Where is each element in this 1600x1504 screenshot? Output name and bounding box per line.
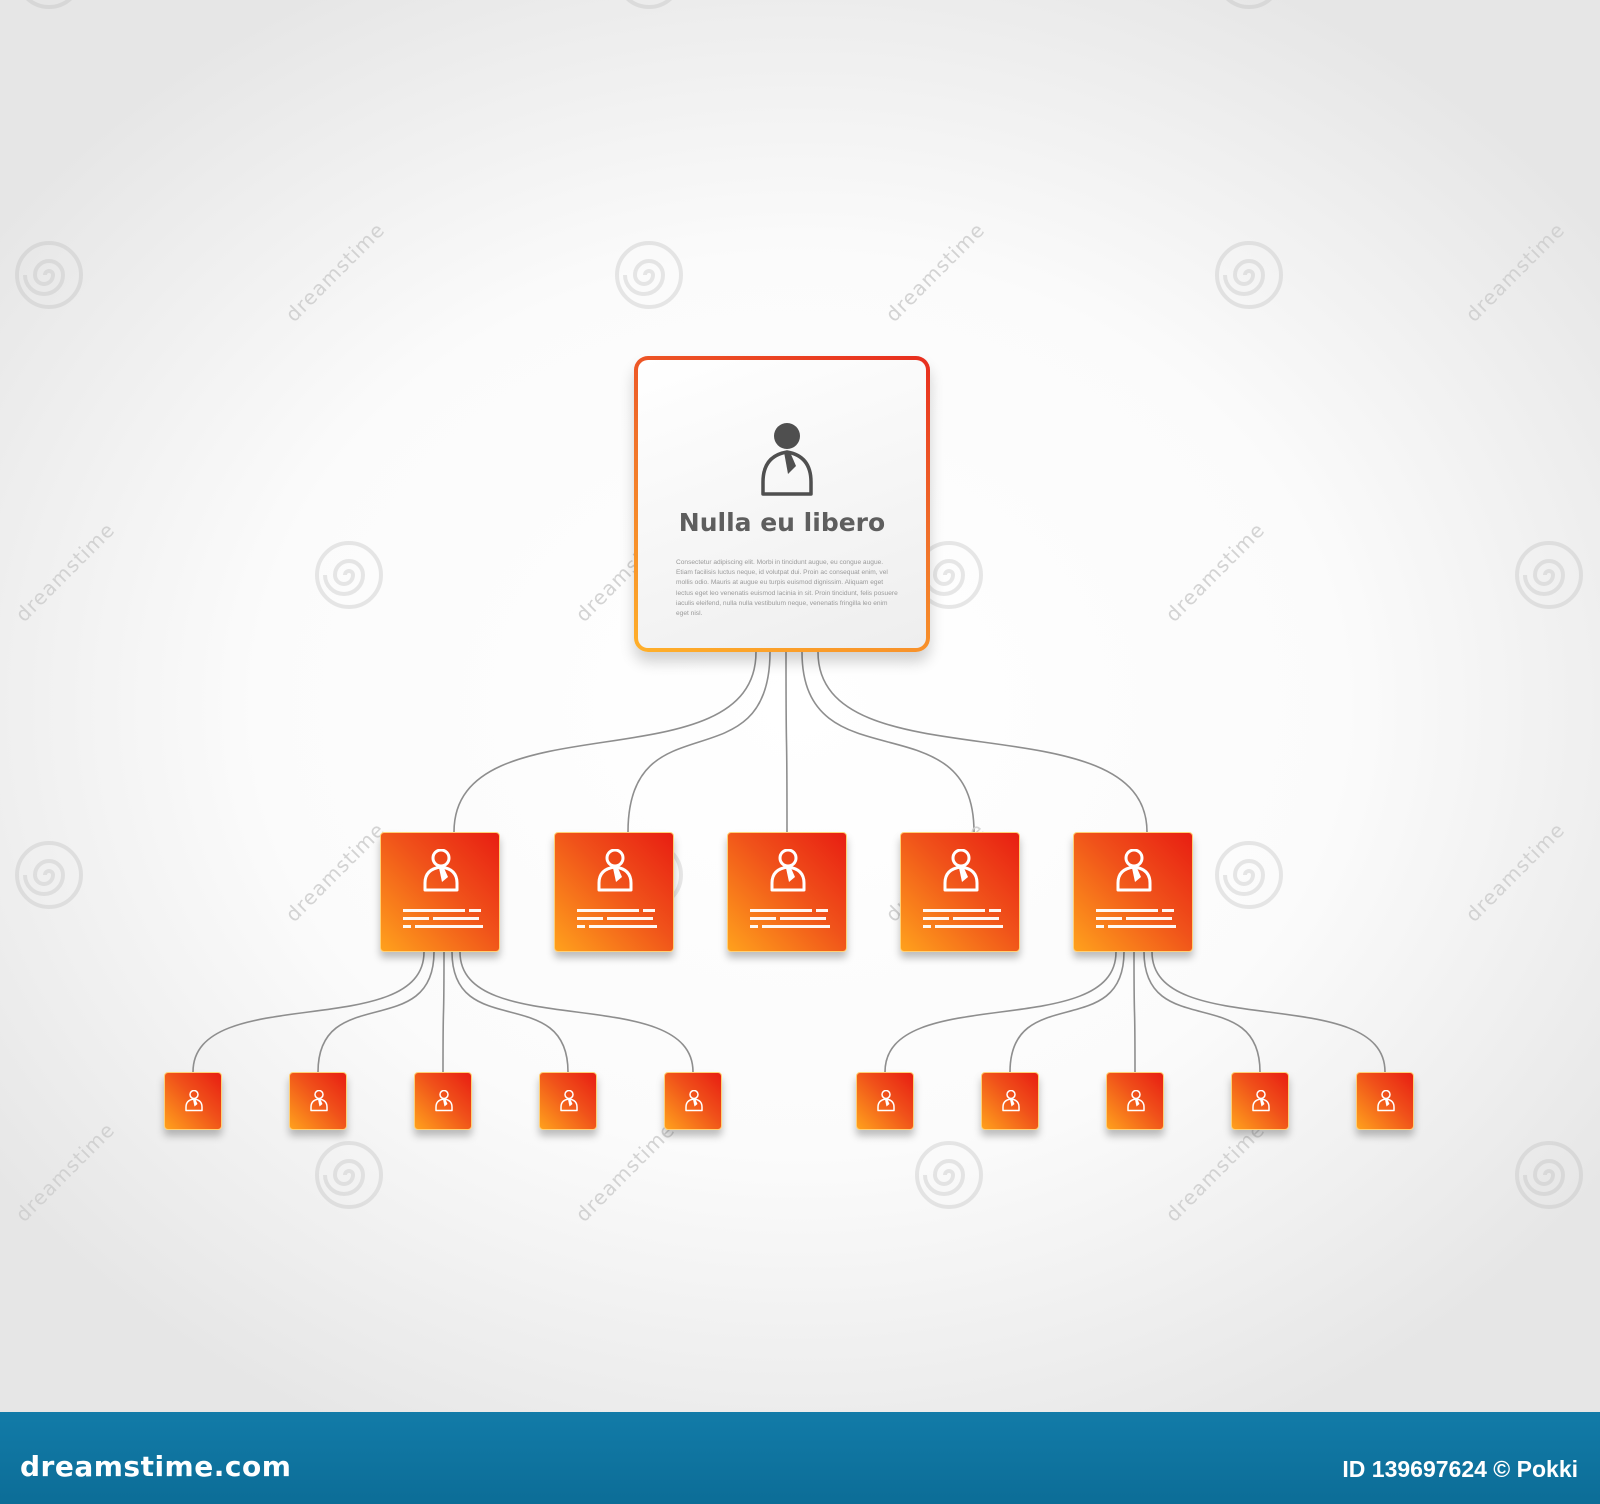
level-2-node-a-1[interactable] — [289, 1072, 347, 1130]
connector-a-to-child-2 — [442, 951, 445, 1073]
person-icon — [1377, 1090, 1395, 1112]
person-icon — [1127, 1090, 1145, 1112]
connector-root-to-c — [785, 651, 788, 833]
watermark-swirl-icon — [915, 1141, 983, 1209]
stock-footer-bar: dreamstime.com ID 139697624 © Pokki — [0, 1412, 1600, 1504]
connector-a-to-child-3 — [451, 951, 569, 1073]
level-2-node-a-2[interactable] — [414, 1072, 472, 1130]
person-icon — [1252, 1090, 1270, 1112]
placeholder-text-lines — [923, 909, 1003, 928]
connector-e-to-child-0 — [884, 951, 1117, 1073]
person-icon — [1002, 1090, 1020, 1112]
person-icon — [185, 1090, 203, 1112]
watermark-swirl-icon — [1515, 1141, 1583, 1209]
watermark-swirl-icon — [25, 0, 73, 9]
level-2-node-e-8[interactable] — [1231, 1072, 1289, 1130]
person-icon — [877, 1090, 895, 1112]
placeholder-text-lines — [577, 909, 657, 928]
footer-brand: dreamstime.com — [20, 1450, 292, 1483]
person-icon — [770, 849, 806, 892]
level-1-node-e[interactable] — [1073, 832, 1193, 952]
level-2-node-e-6[interactable] — [981, 1072, 1039, 1130]
root-node-card[interactable]: Nulla eu libero Consectetur adipiscing e… — [634, 356, 930, 652]
placeholder-text-lines — [403, 909, 483, 928]
connector-e-to-child-4 — [1151, 951, 1386, 1073]
connector-layer — [192, 651, 1386, 1073]
watermark-swirl-icon — [315, 541, 383, 609]
level-2-node-e-7[interactable] — [1106, 1072, 1164, 1130]
connector-a-to-child-4 — [459, 951, 694, 1073]
watermark-swirl-icon — [315, 1141, 383, 1209]
person-icon — [761, 423, 813, 496]
level-2-node-a-0[interactable] — [164, 1072, 222, 1130]
placeholder-text-lines — [750, 909, 830, 928]
level-2-node-e-9[interactable] — [1356, 1072, 1414, 1130]
placeholder-text-lines — [1096, 909, 1176, 928]
watermark-swirl-icon — [1215, 241, 1283, 309]
watermark-swirl-icon — [15, 841, 83, 909]
person-icon — [560, 1090, 578, 1112]
level-1-node-c[interactable] — [727, 832, 847, 952]
connector-root-to-b — [627, 651, 771, 833]
level-2-node-a-3[interactable] — [539, 1072, 597, 1130]
level-1-node-d[interactable] — [900, 832, 1020, 952]
connector-e-to-child-1 — [1009, 951, 1125, 1073]
connector-a-to-child-0 — [192, 951, 425, 1073]
watermark-swirl-icon — [615, 241, 683, 309]
person-icon — [943, 849, 979, 892]
connector-root-to-a — [453, 651, 757, 833]
level-1-node-a[interactable] — [380, 832, 500, 952]
person-icon — [1116, 849, 1152, 892]
level-2-node-a-4[interactable] — [664, 1072, 722, 1130]
watermark-swirl-icon — [15, 241, 83, 309]
connector-e-to-child-3 — [1143, 951, 1261, 1073]
watermark-swirl-icon — [1225, 0, 1273, 9]
person-icon — [435, 1090, 453, 1112]
person-icon — [310, 1090, 328, 1112]
connector-root-to-e — [817, 651, 1148, 833]
connector-a-to-child-1 — [317, 951, 435, 1073]
connector-e-to-child-2 — [1133, 951, 1136, 1073]
person-icon — [423, 849, 459, 892]
watermark-swirl-icon — [1215, 841, 1283, 909]
watermark-swirl-icon — [1515, 541, 1583, 609]
root-node-description: Consectetur adipiscing elit. Morbi in ti… — [676, 559, 898, 618]
watermark-swirl-icon — [625, 0, 673, 9]
connector-root-to-d — [801, 651, 975, 833]
person-icon — [685, 1090, 703, 1112]
footer-image-id: ID 139697624 © Pokki — [1342, 1456, 1578, 1482]
level-2-node-e-5[interactable] — [856, 1072, 914, 1130]
person-icon — [597, 849, 633, 892]
root-node-title: Nulla eu libero — [678, 508, 886, 537]
level-1-node-b[interactable] — [554, 832, 674, 952]
